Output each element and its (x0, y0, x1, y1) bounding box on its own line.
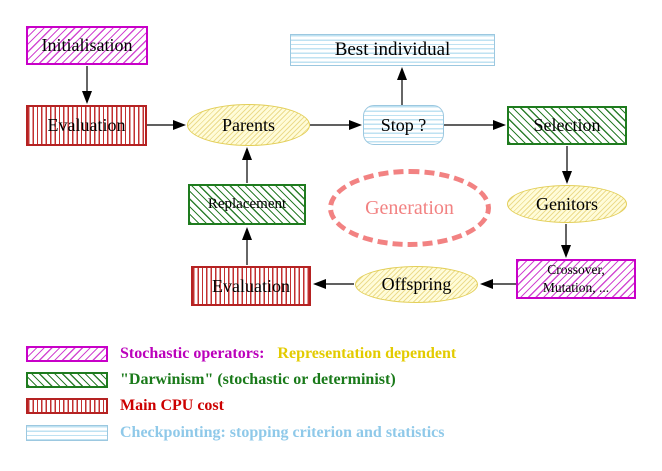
legend-label-checkpointing: Checkpointing: stopping criterion and st… (120, 424, 445, 441)
arrow-crossover-to-offspring (480, 279, 516, 289)
arrow-replacement-to-parents (242, 147, 252, 183)
node-initialisation: Initialisation (26, 26, 148, 65)
legend-label-darwinism: "Darwinism" (stochastic or determinist) (120, 371, 396, 388)
node-evaluation-top-label: Evaluation (47, 115, 126, 136)
node-evaluation-top: Evaluation (26, 105, 147, 146)
legend-row-darwinism: "Darwinism" (stochastic or determinist) (26, 371, 396, 389)
node-replacement-label: Replacement (207, 195, 287, 212)
legend-swatch-green-hatch (26, 372, 108, 388)
arrow-parents-to-stop (310, 120, 362, 130)
node-offspring: Offspring (355, 266, 478, 303)
node-parents-label: Parents (222, 114, 275, 135)
generation-label: Generation (365, 196, 454, 219)
legend-text: Checkpointing: stopping criterion and st… (120, 424, 444, 442)
node-crossover-line1: Crossover, (547, 261, 605, 277)
node-evaluation-bottom: Evaluation (191, 266, 311, 306)
arrow-selection-to-genitors (562, 146, 572, 184)
legend-swatch-magenta-hatch (26, 346, 108, 362)
node-initialisation-label: Initialisation (41, 35, 133, 56)
arrow-stop-to-best-individual (397, 67, 407, 105)
arrow-evaluation-to-replacement (242, 227, 252, 265)
legend-swatch-cyan-stripes (26, 425, 108, 441)
legend-label-representation-dependent: Representation dependent (277, 345, 457, 362)
node-evaluation-bottom-label: Evaluation (212, 275, 290, 296)
arrow-genitors-to-crossover (561, 224, 571, 258)
node-genitors-label: Genitors (536, 193, 598, 214)
node-parents: Parents (187, 104, 310, 146)
node-selection-label: Selection (533, 115, 601, 136)
node-stop-label: Stop ? (380, 114, 427, 135)
legend-label-stochastic-operators: Stochastic operators: (120, 345, 265, 362)
legend-row-stochastic-operators: Stochastic operators: Representation dep… (26, 345, 456, 363)
legend-swatch-red-stripes (26, 398, 108, 414)
legend-text: Main CPU cost (120, 397, 224, 415)
node-crossover-mutation: Crossover, Mutation, ... (516, 259, 636, 299)
node-replacement: Replacement (188, 184, 306, 225)
legend-row-checkpointing: Checkpointing: stopping criterion and st… (26, 424, 444, 442)
legend-text: "Darwinism" (stochastic or determinist) (120, 371, 396, 389)
node-offspring-label: Offspring (381, 274, 452, 295)
arrow-stop-to-selection (444, 120, 506, 130)
node-stop: Stop ? (363, 105, 444, 145)
node-crossover-line2: Mutation, ... (542, 280, 610, 295)
arrow-initialisation-to-evaluation (82, 66, 92, 104)
arrow-evaluation-to-parents (147, 120, 186, 130)
node-best-individual: Best individual (290, 34, 495, 66)
node-selection: Selection (507, 106, 627, 145)
node-best-individual-label: Best individual (334, 39, 451, 61)
node-genitors: Genitors (507, 185, 627, 223)
legend-label-main-cpu-cost: Main CPU cost (120, 397, 224, 414)
legend-text: Stochastic operators: Representation dep… (120, 345, 456, 363)
generation-cycle-ellipse: Generation (328, 169, 491, 247)
arrow-offspring-to-evaluation (313, 279, 354, 289)
legend-row-main-cpu-cost: Main CPU cost (26, 397, 224, 415)
